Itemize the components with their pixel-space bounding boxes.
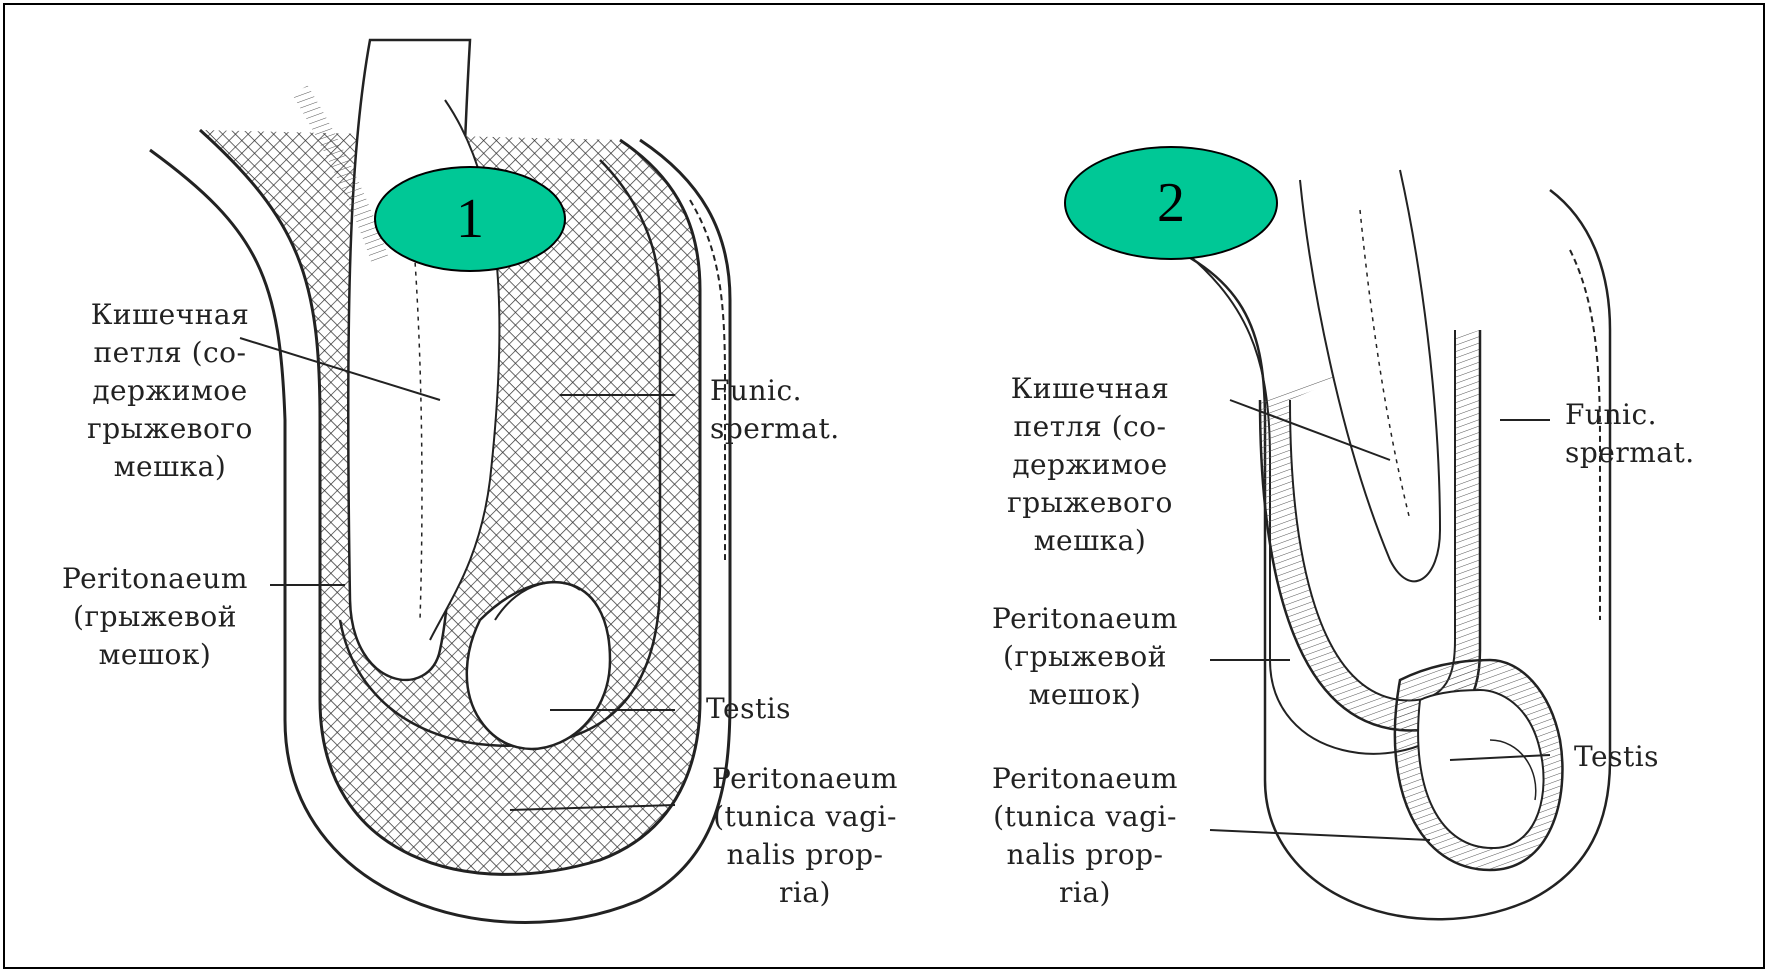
d2-label-testis: Testis: [1574, 738, 1659, 776]
d1-label-funic-spermat: Funic. spermat.: [710, 372, 840, 448]
d1-label-intestinal-loop: Кишечная петля (со- держимое грыжевого м…: [70, 296, 270, 486]
badge-2: 2: [1064, 146, 1278, 260]
d2-label-peritoneum-sac: Peritonaeum (грыжевой мешок): [965, 600, 1205, 714]
d2-label-funic-spermat: Funic. spermat.: [1565, 396, 1695, 472]
d1-label-peritoneum-sac: Peritonaeum (грыжевой мешок): [40, 560, 270, 674]
d2-label-peritoneum-tunica: Peritonaeum (tunica vagi- nalis prop- ri…: [965, 760, 1205, 912]
d1-label-peritoneum-tunica: Peritonaeum (tunica vagi- nalis prop- ri…: [690, 760, 920, 912]
d2-label-intestinal-loop: Кишечная петля (со- держимое грыжевого м…: [980, 370, 1200, 560]
d1-label-testis: Testis: [706, 690, 791, 728]
badge-1: 1: [374, 166, 566, 272]
